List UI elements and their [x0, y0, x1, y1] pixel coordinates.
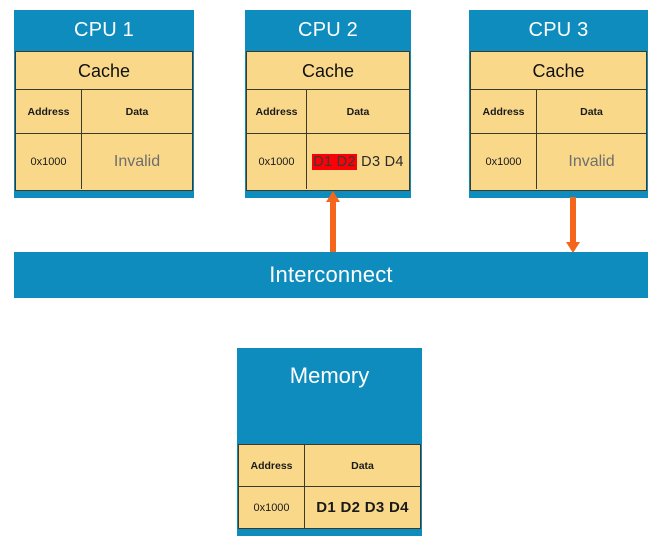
cache-row-data: D1 D2 D3 D4: [307, 134, 409, 189]
connector-cpu2-interconnect: [330, 198, 336, 252]
column-header-data: Data: [346, 105, 370, 118]
cache-block: Cache Address Data 0x1000 D1 D2 D3 D4: [246, 51, 410, 191]
cache-table-header-row: Address Data: [247, 90, 409, 134]
cache-label: Cache: [471, 52, 646, 90]
memory-table-header-row: Address Data: [239, 445, 420, 487]
cache-row-address: 0x1000: [247, 134, 307, 189]
connector-cpu3-interconnect: [570, 197, 576, 245]
cpu-title: CPU 2: [298, 19, 358, 41]
cache-row-data-plain: D3 D4: [361, 153, 404, 170]
cache-table-row: 0x1000 Invalid: [471, 134, 646, 189]
cache-table-header-row: Address Data: [16, 90, 192, 134]
memory-node[interactable]: Memory Address Data 0x1000 D1 D2 D3 D4: [237, 348, 422, 536]
interconnect-bar[interactable]: Interconnect: [14, 252, 648, 298]
column-header-data: Data: [351, 459, 374, 472]
cpu-title: CPU 3: [528, 19, 589, 41]
cpu-node-1[interactable]: CPU 1 Cache Address Data 0x1000 Invalid: [14, 10, 194, 198]
arrow-head-down-cpu3: [566, 242, 580, 253]
memory-title: Memory: [289, 363, 370, 388]
memory-table: Address Data 0x1000 D1 D2 D3 D4: [238, 444, 421, 529]
column-header-data: Data: [580, 105, 603, 118]
cache-table-row: 0x1000 D1 D2 D3 D4: [247, 134, 409, 189]
column-header-address: Address: [16, 90, 82, 133]
cache-label: Cache: [16, 52, 192, 90]
cache-block: Cache Address Data 0x1000 Invalid: [15, 51, 193, 191]
arrow-head-up-cpu2: [326, 191, 340, 202]
memory-table-row: 0x1000 D1 D2 D3 D4: [239, 487, 420, 528]
column-header-address: Address: [247, 90, 307, 133]
cache-table-row: 0x1000 Invalid: [16, 134, 192, 189]
cache-row-state: Invalid: [113, 152, 161, 170]
cache-block: Cache Address Data 0x1000 Invalid: [470, 51, 647, 191]
cache-row-address: 0x1000: [471, 134, 537, 189]
column-header-address: Address: [239, 445, 305, 486]
cache-label: Cache: [247, 52, 409, 90]
cpu-title: CPU 1: [74, 19, 134, 41]
interconnect-label: Interconnect: [269, 262, 393, 287]
cache-row-address: 0x1000: [16, 134, 82, 189]
column-header-data: Data: [125, 105, 149, 118]
cache-row-state: Invalid: [568, 152, 615, 170]
column-header-address: Address: [471, 90, 537, 133]
cache-table-header-row: Address Data: [471, 90, 646, 134]
cache-row-data-highlighted: D1 D2: [312, 153, 357, 170]
cpu-node-2[interactable]: CPU 2 Cache Address Data 0x1000 D1 D2 D3…: [245, 10, 411, 198]
memory-row-data: D1 D2 D3 D4: [316, 499, 409, 516]
memory-row-address: 0x1000: [239, 487, 305, 528]
cpu-node-3[interactable]: CPU 3 Cache Address Data 0x1000 Invalid: [469, 10, 648, 198]
